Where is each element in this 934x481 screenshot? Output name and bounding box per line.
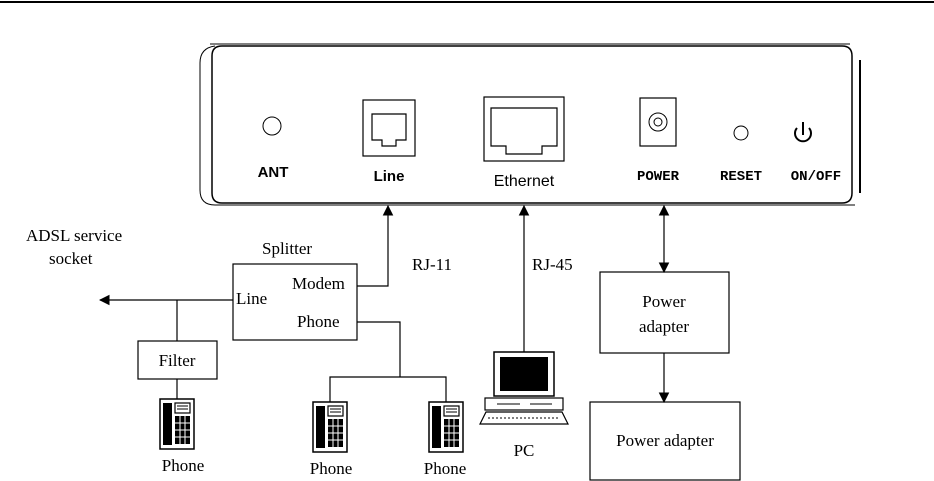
power-switch-icon bbox=[795, 122, 811, 141]
splitter-phone-label: Phone bbox=[297, 312, 340, 331]
rj11-label: RJ-11 bbox=[412, 255, 452, 274]
power-adapter-box-1 bbox=[600, 272, 729, 353]
pc-icon bbox=[480, 352, 568, 424]
adsl-socket-label-line2: socket bbox=[49, 249, 93, 268]
power-adapter-1-label-line1: Power bbox=[642, 292, 686, 311]
antenna-port bbox=[263, 117, 281, 135]
line-port-label: Line bbox=[374, 168, 405, 185]
ethernet-port bbox=[484, 97, 564, 161]
power-label: POWER bbox=[637, 169, 680, 185]
reset-button bbox=[734, 126, 748, 140]
power-adapter-2-label: Power adapter bbox=[616, 431, 714, 450]
ethernet-port-label: Ethernet bbox=[494, 173, 555, 190]
filter-label: Filter bbox=[159, 351, 196, 370]
reset-label: RESET bbox=[720, 169, 762, 185]
power-jack bbox=[640, 98, 676, 146]
telephone-icon bbox=[313, 402, 347, 452]
telephone-icon bbox=[160, 399, 194, 449]
phone-label-1: Phone bbox=[162, 456, 205, 475]
splitter-label: Splitter bbox=[262, 239, 312, 258]
wiring bbox=[100, 206, 664, 402]
telephone-icon bbox=[429, 402, 463, 452]
line-port bbox=[363, 100, 415, 156]
power-adapter-1-label-line2: adapter bbox=[639, 317, 689, 336]
splitter-modem-label: Modem bbox=[292, 274, 345, 293]
splitter-line-label: Line bbox=[236, 289, 267, 308]
adsl-socket-label-line1: ADSL service bbox=[26, 226, 122, 245]
pc-label: PC bbox=[514, 441, 535, 460]
rj45-label: RJ-45 bbox=[532, 255, 573, 274]
ant-label: ANT bbox=[258, 164, 289, 181]
on-off-label: ON/OFF bbox=[791, 169, 841, 185]
phone-label-2: Phone bbox=[310, 459, 353, 478]
phone-label-3: Phone bbox=[424, 459, 467, 478]
